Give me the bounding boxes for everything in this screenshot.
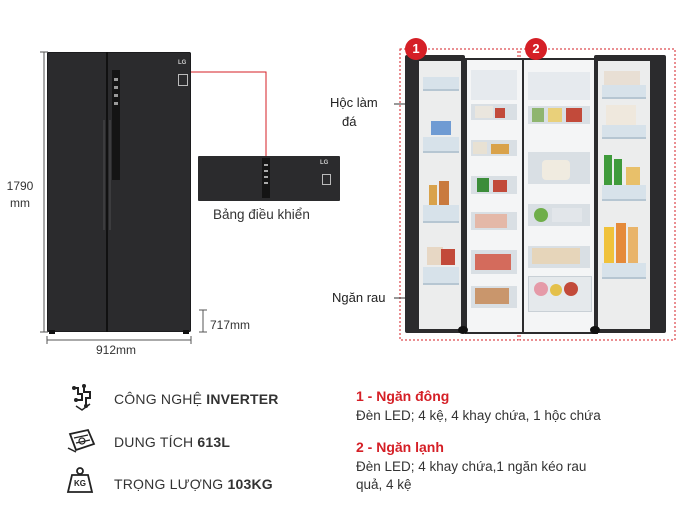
fridge-badge: 2 [525,38,547,60]
right-handle [109,120,111,230]
fridge-title: 2 - Ngăn lạnh [356,439,444,455]
width-value: 912mm [96,343,137,357]
freezer-badge: 1 [405,38,427,60]
ice-box-callout: Hộc làm đá [330,95,378,129]
foot-left [49,330,55,334]
control-panel-zoom: LG [198,156,340,201]
brand-logo-zoom: LG [320,160,329,166]
foot-right-interior [590,326,600,334]
capacity-icon [67,428,96,453]
door-control-panel [112,70,120,180]
inverter-icon [72,384,91,411]
left-handle [103,120,105,230]
fridge-door [594,55,666,333]
freezer-compartment [465,58,524,334]
control-panel-label: Bảng điều khiển [213,207,310,222]
freezer-desc: Đèn LED; 4 kệ, 4 khay chứa, 1 hộc chứa [356,408,601,423]
fridge-desc-line2: quả, 4 kệ [356,477,412,492]
feature-inverter: CÔNG NGHỆ INVERTER [114,391,279,407]
fridge-desc-line1: Đèn LED; 4 khay chứa,1 ngăn kéo rau [356,459,587,474]
freezer-door [405,55,465,333]
fridge-compartment [522,58,598,334]
height-unit: mm [10,196,30,210]
depth-value: 717mm [210,318,251,332]
brand-logo: LG [178,60,187,66]
door-seam [106,52,108,332]
vegetable-drawer-callout: Ngăn rau [332,290,386,305]
foot-right [183,330,189,334]
feature-weight: TRỌNG LƯỢNG 103KG [114,476,273,492]
feature-capacity: DUNG TÍCH 613L [114,434,231,450]
foot-left-interior [458,326,468,334]
height-value: 1790 [6,179,34,193]
inverter-sticker [178,74,188,86]
weight-icon: KG [66,466,94,494]
freezer-title: 1 - Ngăn đông [356,388,450,404]
